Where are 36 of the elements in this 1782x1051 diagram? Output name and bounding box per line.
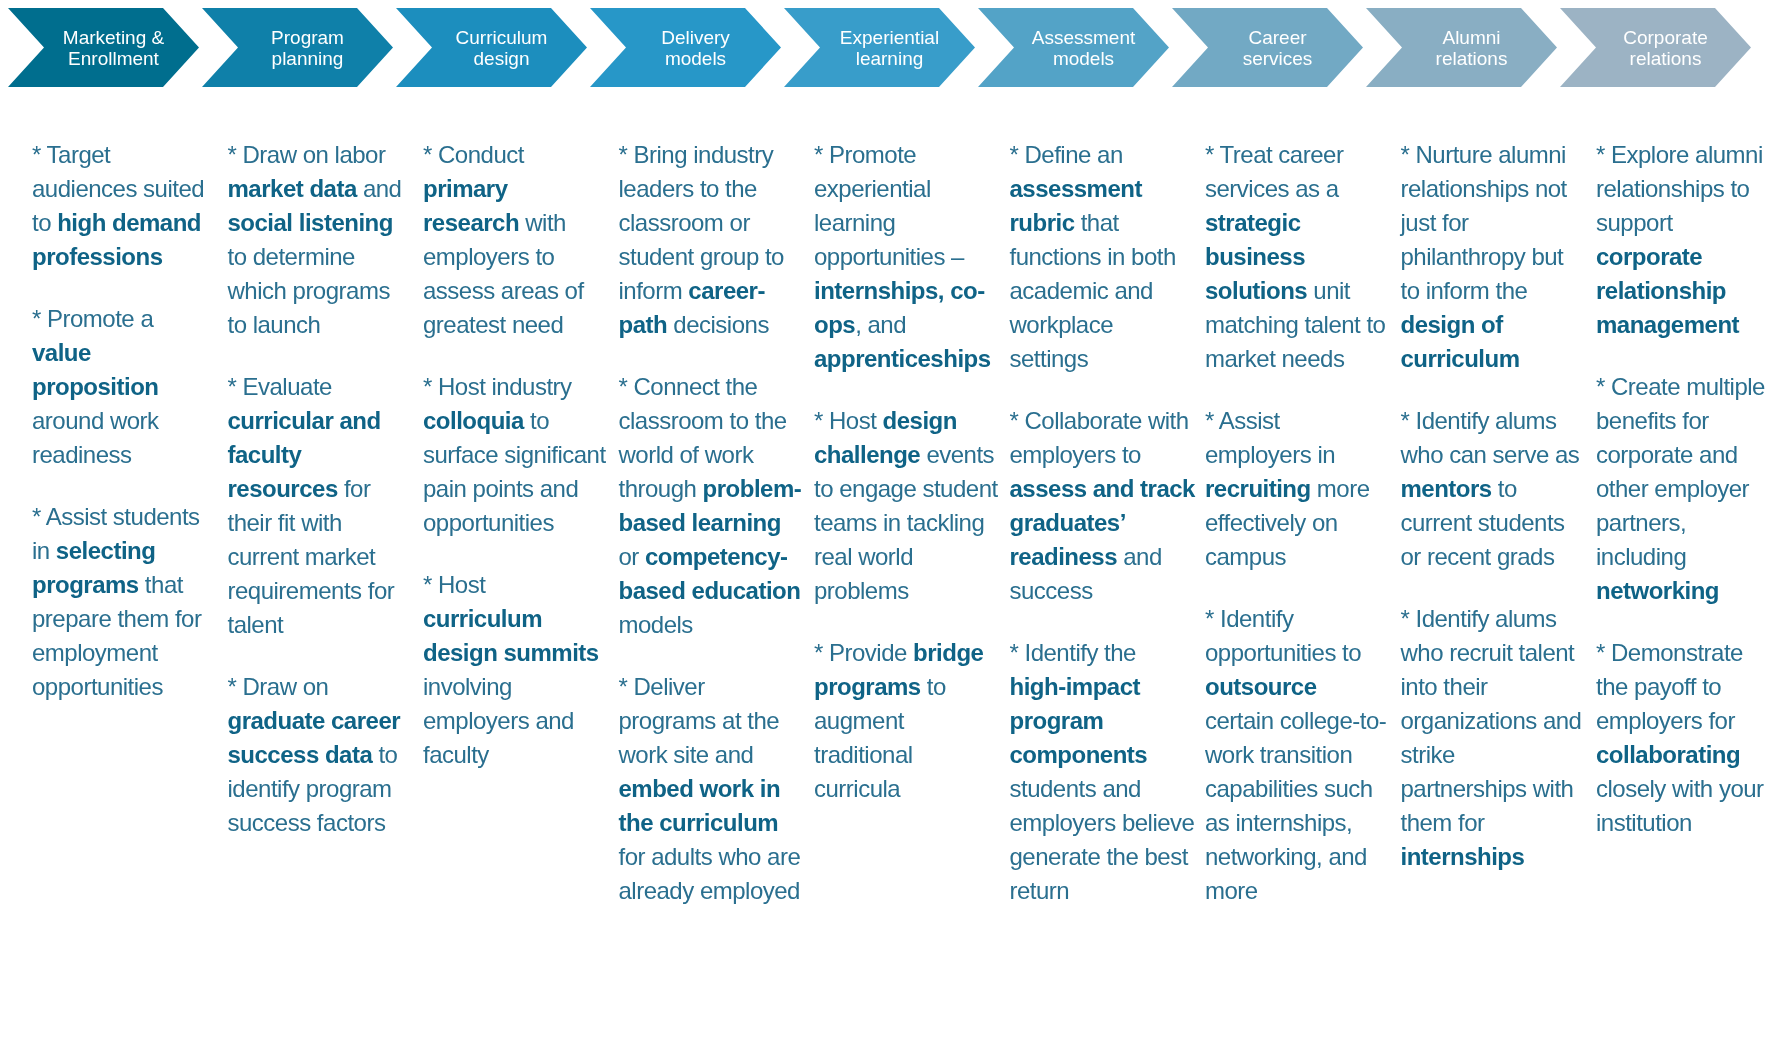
bullet-text: * Draw on graduate career success data to identify program success factors <box>227 672 402 838</box>
bullet-text: * Provide bridge programs to augment traditional curricula <box>814 638 985 804</box>
bullet-text: * Promote a value proposition around work readiness <box>32 304 160 470</box>
bullet-text: * Identify opportunities to outsource certain college-to-work transition capabilities such as internships, networking, and more <box>1205 604 1388 906</box>
bullet-text: * Explore alumni relationships to support corporate relationship management <box>1596 140 1764 340</box>
bullet-text: * Identify alums who can serve as mentors to current students or recent grads <box>1400 406 1581 572</box>
step-title: Alumni relations <box>1434 26 1509 69</box>
bullet-text: * Create multiple benefits for corporate and other employer partners, including networking <box>1596 372 1766 606</box>
bullet-text: * Collaborate with employers to assess and track graduates’ readiness and success <box>1009 406 1196 606</box>
bullet-text: * Target audiences suited to high demand professions <box>32 140 206 272</box>
bullet-text: * Host design challenge events to engage student teams in tackling real world problems <box>814 406 999 606</box>
bullet-text: * Identify alums who recruit talent into their organizations and strike partnerships with them for internships <box>1400 604 1583 872</box>
step-title: Assessment models <box>1030 26 1137 69</box>
bullet-text: * Bring industry leaders to the classroom or student group to inform career-path decisions <box>618 140 785 340</box>
bullet-text: * Assist employers in recruiting more effectively on campus <box>1205 406 1371 572</box>
bullet-text: * Host industry colloquia to surface significant pain points and opportunities <box>423 372 607 538</box>
bullet-text: * Host curriculum design summits involving employers and faculty <box>423 570 600 770</box>
bullet-text: * Treat career services as a strategic business solutions unit matching talent to market needs <box>1205 140 1387 374</box>
bullet-text: * Identify the high-impact program components students and employers believe generate the best return <box>1009 638 1196 906</box>
step-title: Experiential learning <box>838 26 941 69</box>
bullet-text: * Draw on labor market data and social listening to determine which programs to launch <box>227 140 403 340</box>
bullet-text: * Deliver programs at the work site and embed work in the curriculum for adults who are already employed <box>618 672 802 906</box>
bullet-text: * Evaluate curricular and faculty resources for their fit with current market requirements for talent <box>227 372 396 640</box>
bullet-text: * Define an assessment rubric that functions in both academic and workplace settings <box>1009 140 1177 374</box>
bullet-text: * Connect the classroom to the world of work through problem-based learning or competency-based education models <box>618 372 803 640</box>
step-title: Curriculum design <box>454 26 549 69</box>
bullet-text: * Conduct primary research with employers to assess areas of greatest need <box>423 140 586 340</box>
bullet-text: * Demonstrate the payoff to employers for collaborating closely with your institution <box>1596 638 1765 838</box>
bullet-text: * Assist students in selecting programs that prepare them for employment opportunities <box>32 502 203 702</box>
bullet-text: * Promote experiential learning opportunities – internships, co-ops, and apprenticeships <box>814 140 992 374</box>
step-title: Corporate relations <box>1622 26 1709 69</box>
step-title: Marketing & Enrollment <box>61 26 166 69</box>
step-title: Career services <box>1241 26 1314 69</box>
bullet-text: * Nurture alumni relationships not just for philanthropy but to inform the design of curriculum <box>1400 140 1568 374</box>
step-title: Delivery models <box>660 26 731 69</box>
step-title: Program planning <box>270 26 345 69</box>
